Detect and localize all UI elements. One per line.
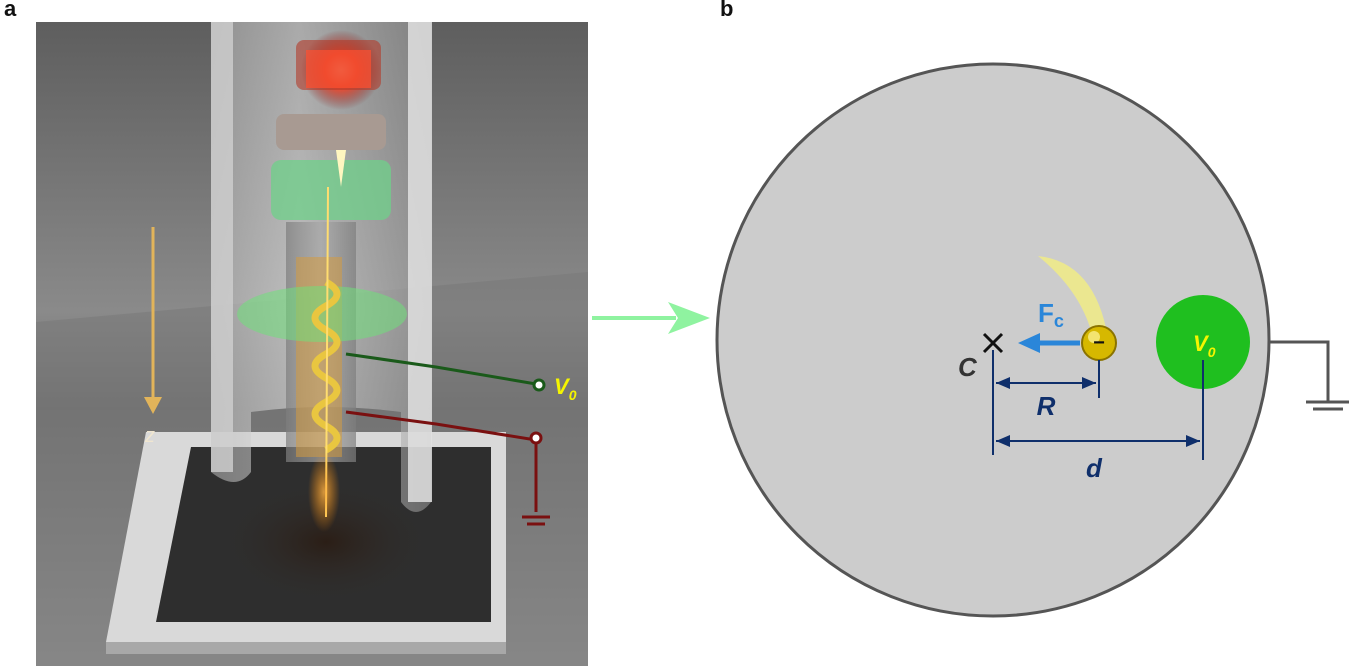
radius-label: R: [1037, 391, 1056, 421]
cross-section-schematic: V0 − Fc C R d: [715, 62, 1349, 618]
electrode-voltage-label: V0: [1193, 331, 1216, 360]
center-cross-icon: [982, 332, 1004, 354]
transition-arrow: [592, 302, 710, 334]
electrode-disk: [1156, 295, 1250, 389]
panel-label-b: b: [720, 0, 734, 21]
radius-dimension: [992, 350, 1100, 455]
center-label: C: [958, 352, 978, 382]
render-voltage-label: V0: [554, 374, 577, 403]
z-axis-label: z: [144, 425, 155, 447]
panel-label-a: a: [4, 0, 17, 21]
electron-trail: [1038, 256, 1108, 338]
apparatus-render: z V0: [36, 22, 588, 666]
force-label: Fc: [1038, 298, 1064, 331]
ground-icon: [1306, 400, 1349, 411]
distance-label: d: [1086, 453, 1103, 483]
charge-sign: −: [1093, 332, 1105, 354]
ground-wire: [1269, 340, 1330, 402]
grounded-tube-disk: [715, 62, 1271, 618]
distance-dimension: [996, 360, 1204, 460]
